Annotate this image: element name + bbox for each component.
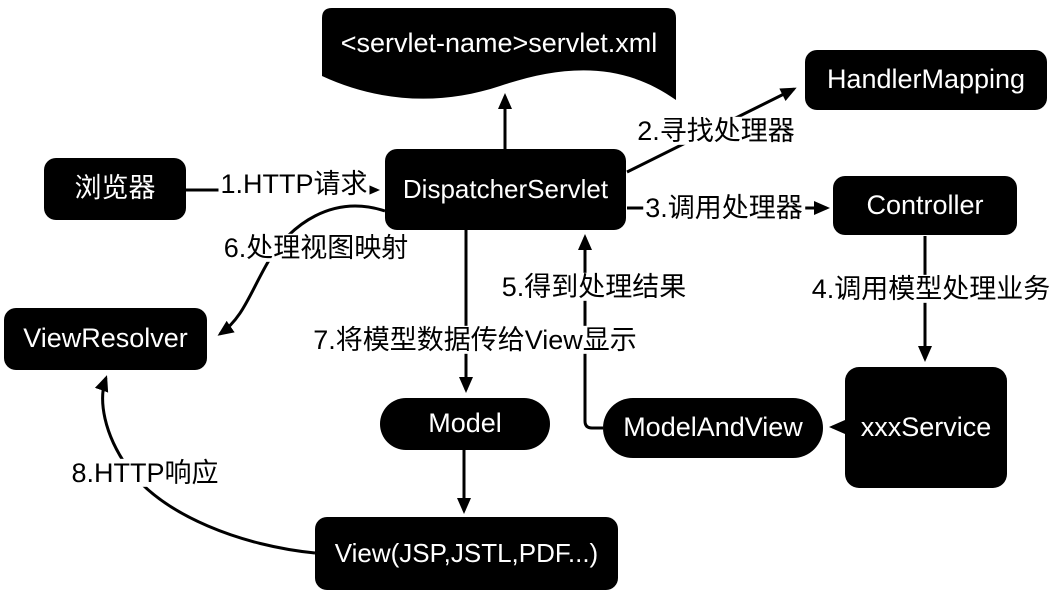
node-xxx-service: xxxService (845, 367, 1007, 488)
node-handler-mapping: HandlerMapping (805, 50, 1047, 110)
edge-label-http-request: 1.HTTP请求 (218, 168, 370, 199)
edge-label-data-to-view: 7.将模型数据传给View显示 (311, 324, 639, 355)
edge-label-result: 5.得到处理结果 (499, 271, 689, 302)
config-document-shape (322, 8, 676, 100)
node-browser: 浏览器 (44, 158, 186, 220)
node-dispatcher-servlet: DispatcherServlet (385, 149, 626, 230)
edge-label-http-response: 8.HTTP响应 (69, 457, 221, 488)
node-model: Model (380, 398, 550, 450)
node-view-resolver: ViewResolver (4, 308, 207, 370)
edge-label-find-handler: 2.寻找处理器 (635, 115, 797, 146)
node-model-and-view: ModelAndView (603, 398, 823, 458)
edge-view-mapping (217, 204, 386, 336)
node-servlet-xml-label: <servlet-name>servlet.xml (340, 27, 658, 58)
edge-label-call-service: 4.调用模型处理业务 (809, 273, 1052, 304)
node-controller: Controller (833, 176, 1017, 235)
node-view: View(JSP,JSTL,PDF...) (315, 517, 618, 590)
edge-label-view-mapping: 6.处理视图映射 (221, 232, 411, 263)
edge-result-to-dispatcher (578, 234, 603, 430)
edge-label-invoke-handler: 3.调用处理器 (643, 192, 805, 223)
